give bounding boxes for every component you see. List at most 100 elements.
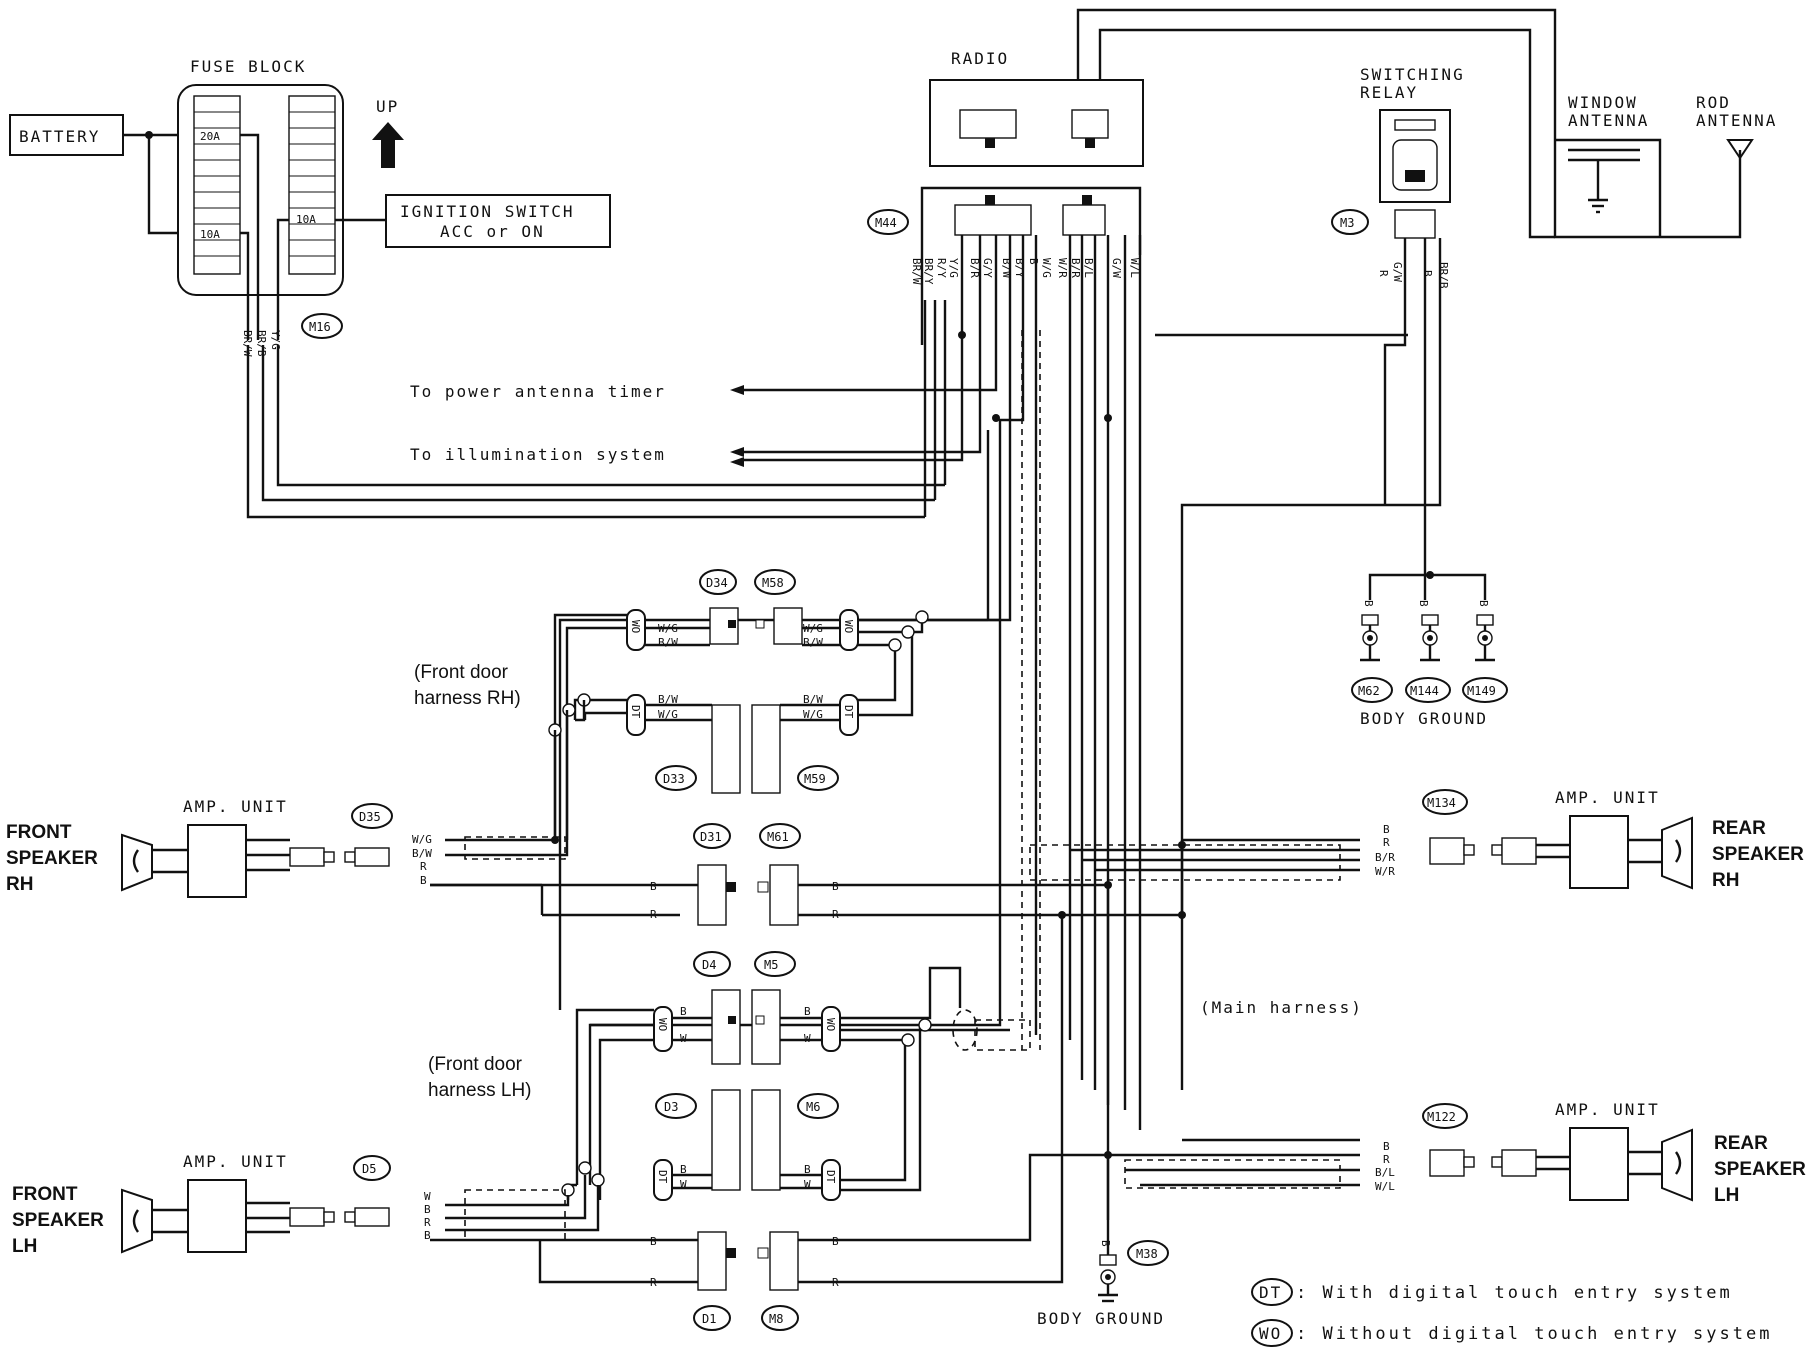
connector-m8 (761, 1305, 799, 1331)
svg-text:W: W (424, 1190, 431, 1203)
svg-text:W: W (680, 1178, 687, 1191)
svg-text:B/L: B/L (1082, 258, 1095, 278)
connector-d31 (693, 823, 731, 849)
up-label: UP (376, 97, 399, 116)
rear-speaker-rh-line3: RH (1712, 870, 1739, 891)
svg-text:B: B (680, 1005, 687, 1018)
svg-text:M144: M144 (1410, 684, 1439, 698)
amp-unit-lh-front (187, 1179, 247, 1253)
svg-text:M3: M3 (1340, 216, 1354, 230)
body-ground-bottom-label: BODY GROUND (1037, 1309, 1165, 1328)
tag-dt-rh-left (626, 694, 646, 736)
connector-d34 (699, 569, 737, 595)
svg-text:R: R (420, 860, 427, 873)
svg-text:B: B (650, 880, 657, 893)
front-door-lh-line2: harness LH) (428, 1080, 532, 1101)
front-speaker-lh-icon (121, 1188, 153, 1254)
svg-text:M134: M134 (1427, 796, 1456, 810)
connector-m149 (1462, 677, 1508, 703)
svg-text:W/G: W/G (658, 708, 678, 721)
svg-text:M16: M16 (309, 320, 331, 334)
svg-text:Y/G: Y/G (269, 330, 282, 350)
svg-text:M44: M44 (875, 216, 897, 230)
legend-dt-text: : With digital touch entry system (1296, 1283, 1733, 1303)
svg-text:W/L: W/L (1128, 258, 1141, 278)
front-speaker-rh-amp: AMP. UNIT (183, 797, 288, 816)
connector-d35 (351, 803, 393, 829)
svg-text:B/W: B/W (803, 693, 823, 706)
svg-text:W/R: W/R (1375, 865, 1395, 878)
svg-text:B/W: B/W (658, 693, 678, 706)
svg-text:D34: D34 (706, 576, 728, 590)
svg-text:B: B (1421, 270, 1434, 277)
ignition-line1: IGNITION SWITCH (400, 202, 575, 221)
front-door-lh-line1: (Front door (428, 1054, 523, 1075)
fuse-10a-left: 10A (200, 228, 220, 241)
front-speaker-rh-line2: SPEAKER (6, 848, 98, 869)
svg-text:BR/Y: BR/Y (922, 258, 935, 285)
radio-title: RADIO (951, 49, 1009, 68)
rear-speaker-rh-line2: SPEAKER (1712, 844, 1804, 865)
svg-text:B: B (1417, 600, 1430, 607)
svg-text:B: B (424, 1229, 431, 1242)
front-speaker-lh-line1: FRONT (12, 1184, 78, 1205)
svg-text:M6: M6 (806, 1100, 820, 1114)
svg-text:B: B (1027, 258, 1040, 265)
front-speaker-lh-line3: LH (12, 1236, 37, 1257)
body-ground-top: B B B (1360, 600, 1495, 662)
svg-text:M58: M58 (762, 576, 784, 590)
connector-m59 (797, 765, 839, 791)
ignition-line2: ACC or ON (440, 222, 545, 241)
svg-text:WO: WO (1259, 1324, 1282, 1343)
svg-text:WO: WO (629, 620, 642, 633)
svg-text:BR/B: BR/B (255, 330, 268, 357)
svg-text:R: R (650, 908, 657, 921)
svg-text:DT: DT (656, 1170, 669, 1184)
svg-text:R: R (424, 1216, 431, 1229)
fuse-block-title: FUSE BLOCK (190, 57, 306, 76)
svg-text:R: R (1383, 836, 1390, 849)
tag-dt-lh-left (653, 1159, 673, 1201)
rear-speaker-lh-icon (1661, 1128, 1693, 1202)
front-door-rh-line1: (Front door (414, 662, 509, 683)
svg-text:B: B (832, 880, 839, 893)
svg-text:R: R (1377, 270, 1390, 277)
to-power-antenna: To power antenna timer (410, 382, 666, 401)
svg-text:M61: M61 (767, 830, 789, 844)
svg-text:D5: D5 (362, 1162, 376, 1176)
legend-dt-tag (1251, 1278, 1293, 1306)
svg-text:M8: M8 (769, 1312, 783, 1326)
connector-m5 (754, 951, 796, 977)
svg-text:W/G: W/G (803, 708, 823, 721)
rear-speaker-rh-icon (1661, 816, 1693, 890)
rod-antenna-line1: ROD (1696, 93, 1731, 112)
window-antenna-line2: ANTENNA (1568, 111, 1649, 130)
svg-text:D33: D33 (663, 772, 685, 786)
front-speaker-rh-line1: FRONT (6, 822, 72, 843)
svg-text:B/W: B/W (803, 636, 823, 649)
connector-m3 (1331, 209, 1369, 235)
svg-text:W/R: W/R (1056, 258, 1069, 278)
svg-text:M122: M122 (1427, 1110, 1456, 1124)
connector-m122 (1422, 1103, 1468, 1129)
svg-text:WO: WO (824, 1018, 837, 1031)
svg-text:W: W (804, 1178, 811, 1191)
main-harness-label: (Main harness) (1200, 998, 1363, 1017)
ignition-switch-box (385, 194, 611, 248)
connector-d5 (353, 1155, 391, 1181)
tag-wo-rh-right (839, 609, 859, 651)
to-illumination: To illumination system (410, 445, 666, 464)
svg-text:W: W (804, 1032, 811, 1045)
svg-text:DT: DT (629, 705, 642, 719)
svg-text:D4: D4 (702, 958, 716, 972)
battery-label: BATTERY (19, 127, 100, 146)
svg-text:B: B (804, 1005, 811, 1018)
svg-text:G/W: G/W (1110, 258, 1123, 278)
connector-m134 (1422, 789, 1468, 815)
connector-m58 (754, 569, 796, 595)
connector-d3 (655, 1093, 697, 1119)
svg-text:B: B (1099, 1240, 1112, 1247)
svg-text:WO: WO (842, 620, 855, 633)
relay-line2: RELAY (1360, 83, 1418, 102)
svg-text:W/L: W/L (1375, 1180, 1395, 1193)
